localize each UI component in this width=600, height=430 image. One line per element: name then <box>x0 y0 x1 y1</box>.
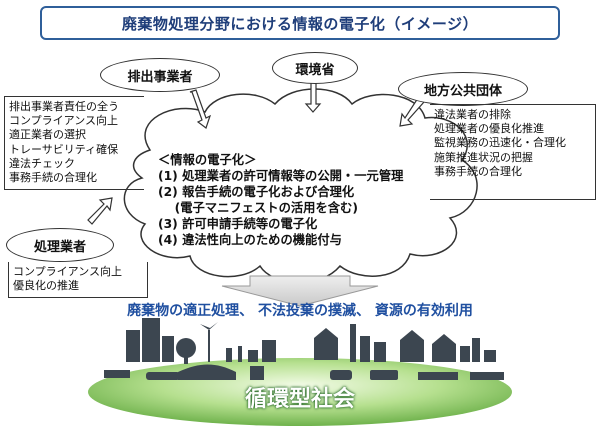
cloud-item: (4) 違法性向上のための機能付与 <box>158 233 342 247</box>
processor-point: コンプライアンス向上 <box>13 265 123 278</box>
cloud-item: (2) 報告手続の電子化および合理化 <box>158 185 355 199</box>
actor-processor-label: 処理業者 <box>33 239 86 255</box>
actor-local-government: 地方公共団体 <box>398 72 528 106</box>
actor-emitter-label: 排出事業者 <box>127 69 193 85</box>
emitter-point: 事務手続の合理化 <box>9 171 97 185</box>
arrow-emitter <box>189 89 212 129</box>
emitter-point: コンプライアンス向上 <box>9 114 119 128</box>
local-gov-point: 処理業者の優良化推進 <box>434 122 544 136</box>
title-box: 廃棄物処理分野における情報の電子化（イメージ） <box>40 6 560 40</box>
emitter-points: 排出事業者責任の全う コンプライアンス向上 適正業者の選択 トレーサビリティ確保… <box>4 96 144 190</box>
emitter-point: 排出事業者責任の全う <box>9 100 119 113</box>
actor-emitter: 排出事業者 <box>100 58 220 92</box>
arrow-localgov <box>399 97 425 127</box>
society-label: 循環型社会 <box>244 387 355 412</box>
emitter-point: トレーサビリティ確保 <box>9 142 119 156</box>
cloud-heading: ＜情報の電子化＞ <box>158 153 257 167</box>
actor-ministry: 環境省 <box>272 52 358 84</box>
local-gov-point: 事務手続の合理化 <box>434 164 522 178</box>
actor-processor: 処理業者 <box>6 228 114 262</box>
local-gov-point: 施策推進状況の把握 <box>434 150 533 164</box>
cloud-item: (3) 許可申請手続等の電子化 <box>158 217 318 231</box>
emitter-point: 違法チェック <box>9 156 75 170</box>
down-arrow <box>221 275 379 307</box>
cloud-shape <box>123 88 478 284</box>
local-gov-point: 違法業者の排除 <box>434 108 511 121</box>
connector-arrows <box>87 79 425 225</box>
emitter-point: 適正業者の選択 <box>9 128 86 142</box>
cloud-content: ＜情報の電子化＞ (1) 処理業者の許可情報等の公開・一元管理 (2) 報告手続… <box>158 152 458 248</box>
processor-points: コンプライアンス向上 優良化の推進 <box>8 262 148 298</box>
actor-ministry-label: 環境省 <box>295 62 335 78</box>
diagram-title: 廃棄物処理分野における情報の電子化（イメージ） <box>121 14 479 33</box>
local-gov-point: 監視業務の迅速化・合理化 <box>434 136 566 150</box>
slogan: 廃棄物の適正処理、 不法投棄の撲滅、 資源の有効利用 <box>127 303 473 319</box>
processor-point: 優良化の推進 <box>13 279 79 293</box>
cloud-item: (1) 処理業者の許可情報等の公開・一元管理 <box>158 169 404 183</box>
local-gov-points: 違法業者の排除 処理業者の優良化推進 監視業務の迅速化・合理化 施策推進状況の把… <box>430 104 596 200</box>
arrow-ministry <box>304 79 322 113</box>
arrow-processor <box>87 197 113 225</box>
actor-local-government-label: 地方公共団体 <box>423 83 502 99</box>
city-silhouettes <box>104 318 504 380</box>
cloud-item: (電子マニフェストの活用を含む) <box>158 201 358 215</box>
